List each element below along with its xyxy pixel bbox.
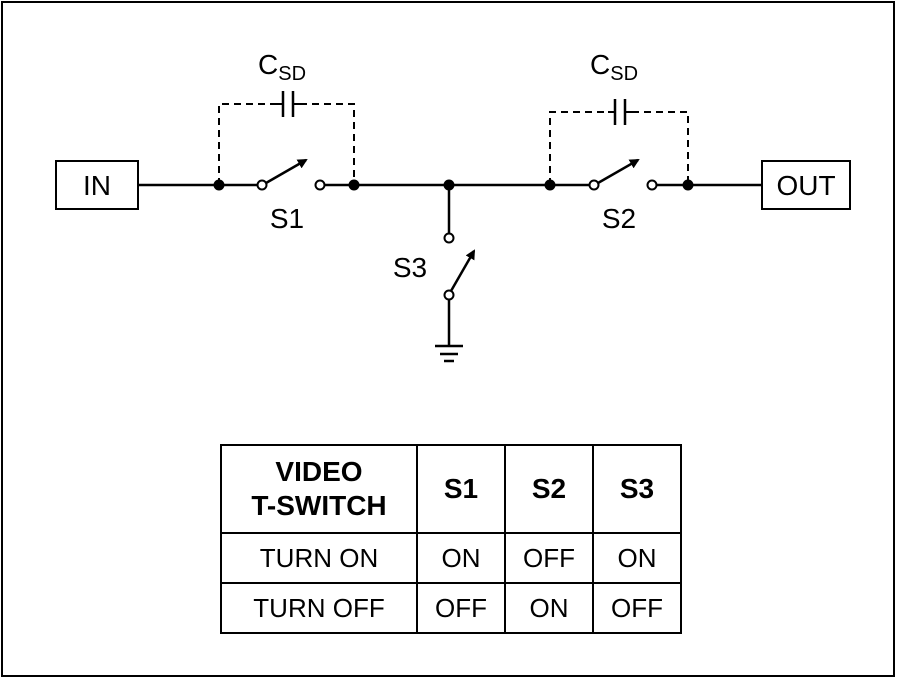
capacitor-csd-s2: CSD <box>549 49 689 185</box>
col-header-s2: S2 <box>504 444 594 534</box>
table-cell: OFF <box>592 582 682 634</box>
table-corner-header: VIDEO T-SWITCH <box>220 444 418 534</box>
in-label: IN <box>83 170 111 201</box>
s2-label: S2 <box>602 203 636 234</box>
corner-line2: T-SWITCH <box>251 490 387 521</box>
switch-s2: S2 <box>588 158 658 234</box>
table-cell: ON <box>592 532 682 584</box>
col-header-s3: S3 <box>592 444 682 534</box>
csd-label-s1: CSD <box>258 49 306 85</box>
in-terminal: IN <box>55 160 139 210</box>
truth-table: VIDEO T-SWITCH S1 S2 S3 TURN ON ON OFF O… <box>220 444 682 634</box>
s3-label: S3 <box>393 252 427 283</box>
table-cell: ON <box>504 582 594 634</box>
out-terminal: OUT <box>761 160 851 210</box>
table-cell: OFF <box>504 532 594 584</box>
s1-label: S1 <box>270 203 304 234</box>
table-cell: ON <box>416 532 506 584</box>
switch-s1: S1 <box>256 158 326 234</box>
col-header-s1: S1 <box>416 444 506 534</box>
switch-s3: S3 <box>393 185 476 346</box>
table-row: TURN ON ON OFF ON <box>220 532 682 584</box>
out-label: OUT <box>776 170 835 201</box>
table-row: TURN OFF OFF ON OFF <box>220 582 682 634</box>
csd-label-s2: CSD <box>590 49 638 85</box>
table-header-row: VIDEO T-SWITCH S1 S2 S3 <box>220 444 682 534</box>
corner-line1: VIDEO <box>275 456 363 487</box>
capacitor-csd-s1: CSD <box>218 49 355 185</box>
row-label-turn-off: TURN OFF <box>220 582 418 634</box>
junction-dots <box>213 179 694 191</box>
ground-icon <box>435 344 463 363</box>
table-cell: OFF <box>416 582 506 634</box>
row-label-turn-on: TURN ON <box>220 532 418 584</box>
